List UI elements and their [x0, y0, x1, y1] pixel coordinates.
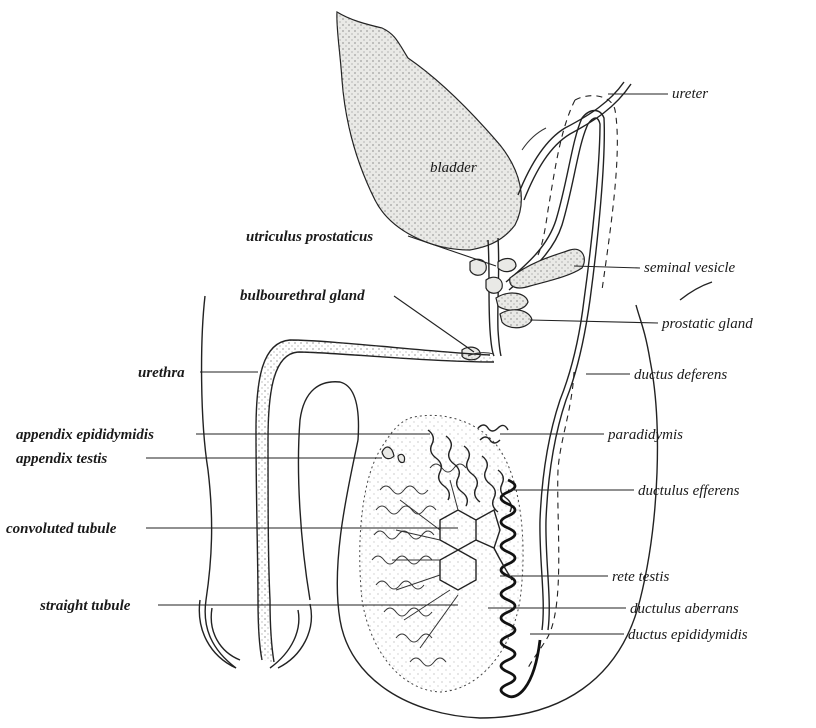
label-ductus-epididymidis: ductus epididymidis	[628, 627, 748, 643]
label-ductus-deferens: ductus deferens	[634, 367, 727, 383]
label-appendix-testis: appendix testis	[16, 451, 107, 467]
label-rete-testis: rete testis	[612, 569, 670, 585]
label-ductulus-aberrans: ductulus aberrans	[630, 601, 739, 617]
label-seminal-vesicle: seminal vesicle	[644, 260, 736, 276]
label-prostatic-gland: prostatic gland	[661, 316, 753, 332]
label-bladder: bladder	[430, 160, 477, 176]
label-ureter: ureter	[672, 86, 708, 102]
label-convoluted-tubule: convoluted tubule	[6, 521, 117, 537]
label-appendix-epididymidis: appendix epididymidis	[16, 427, 154, 443]
label-ductulus-efferens: ductulus efferens	[638, 483, 740, 499]
utriculus-prostaticus	[470, 259, 516, 276]
label-bulbourethral-gland: bulbourethral gland	[240, 288, 365, 304]
label-utriculus-prostaticus: utriculus prostaticus	[246, 229, 373, 245]
label-urethra: urethra	[138, 365, 185, 381]
label-straight-tubule: straight tubule	[39, 598, 131, 614]
label-paradidymis: paradidymis	[607, 427, 683, 443]
bladder	[337, 12, 521, 250]
